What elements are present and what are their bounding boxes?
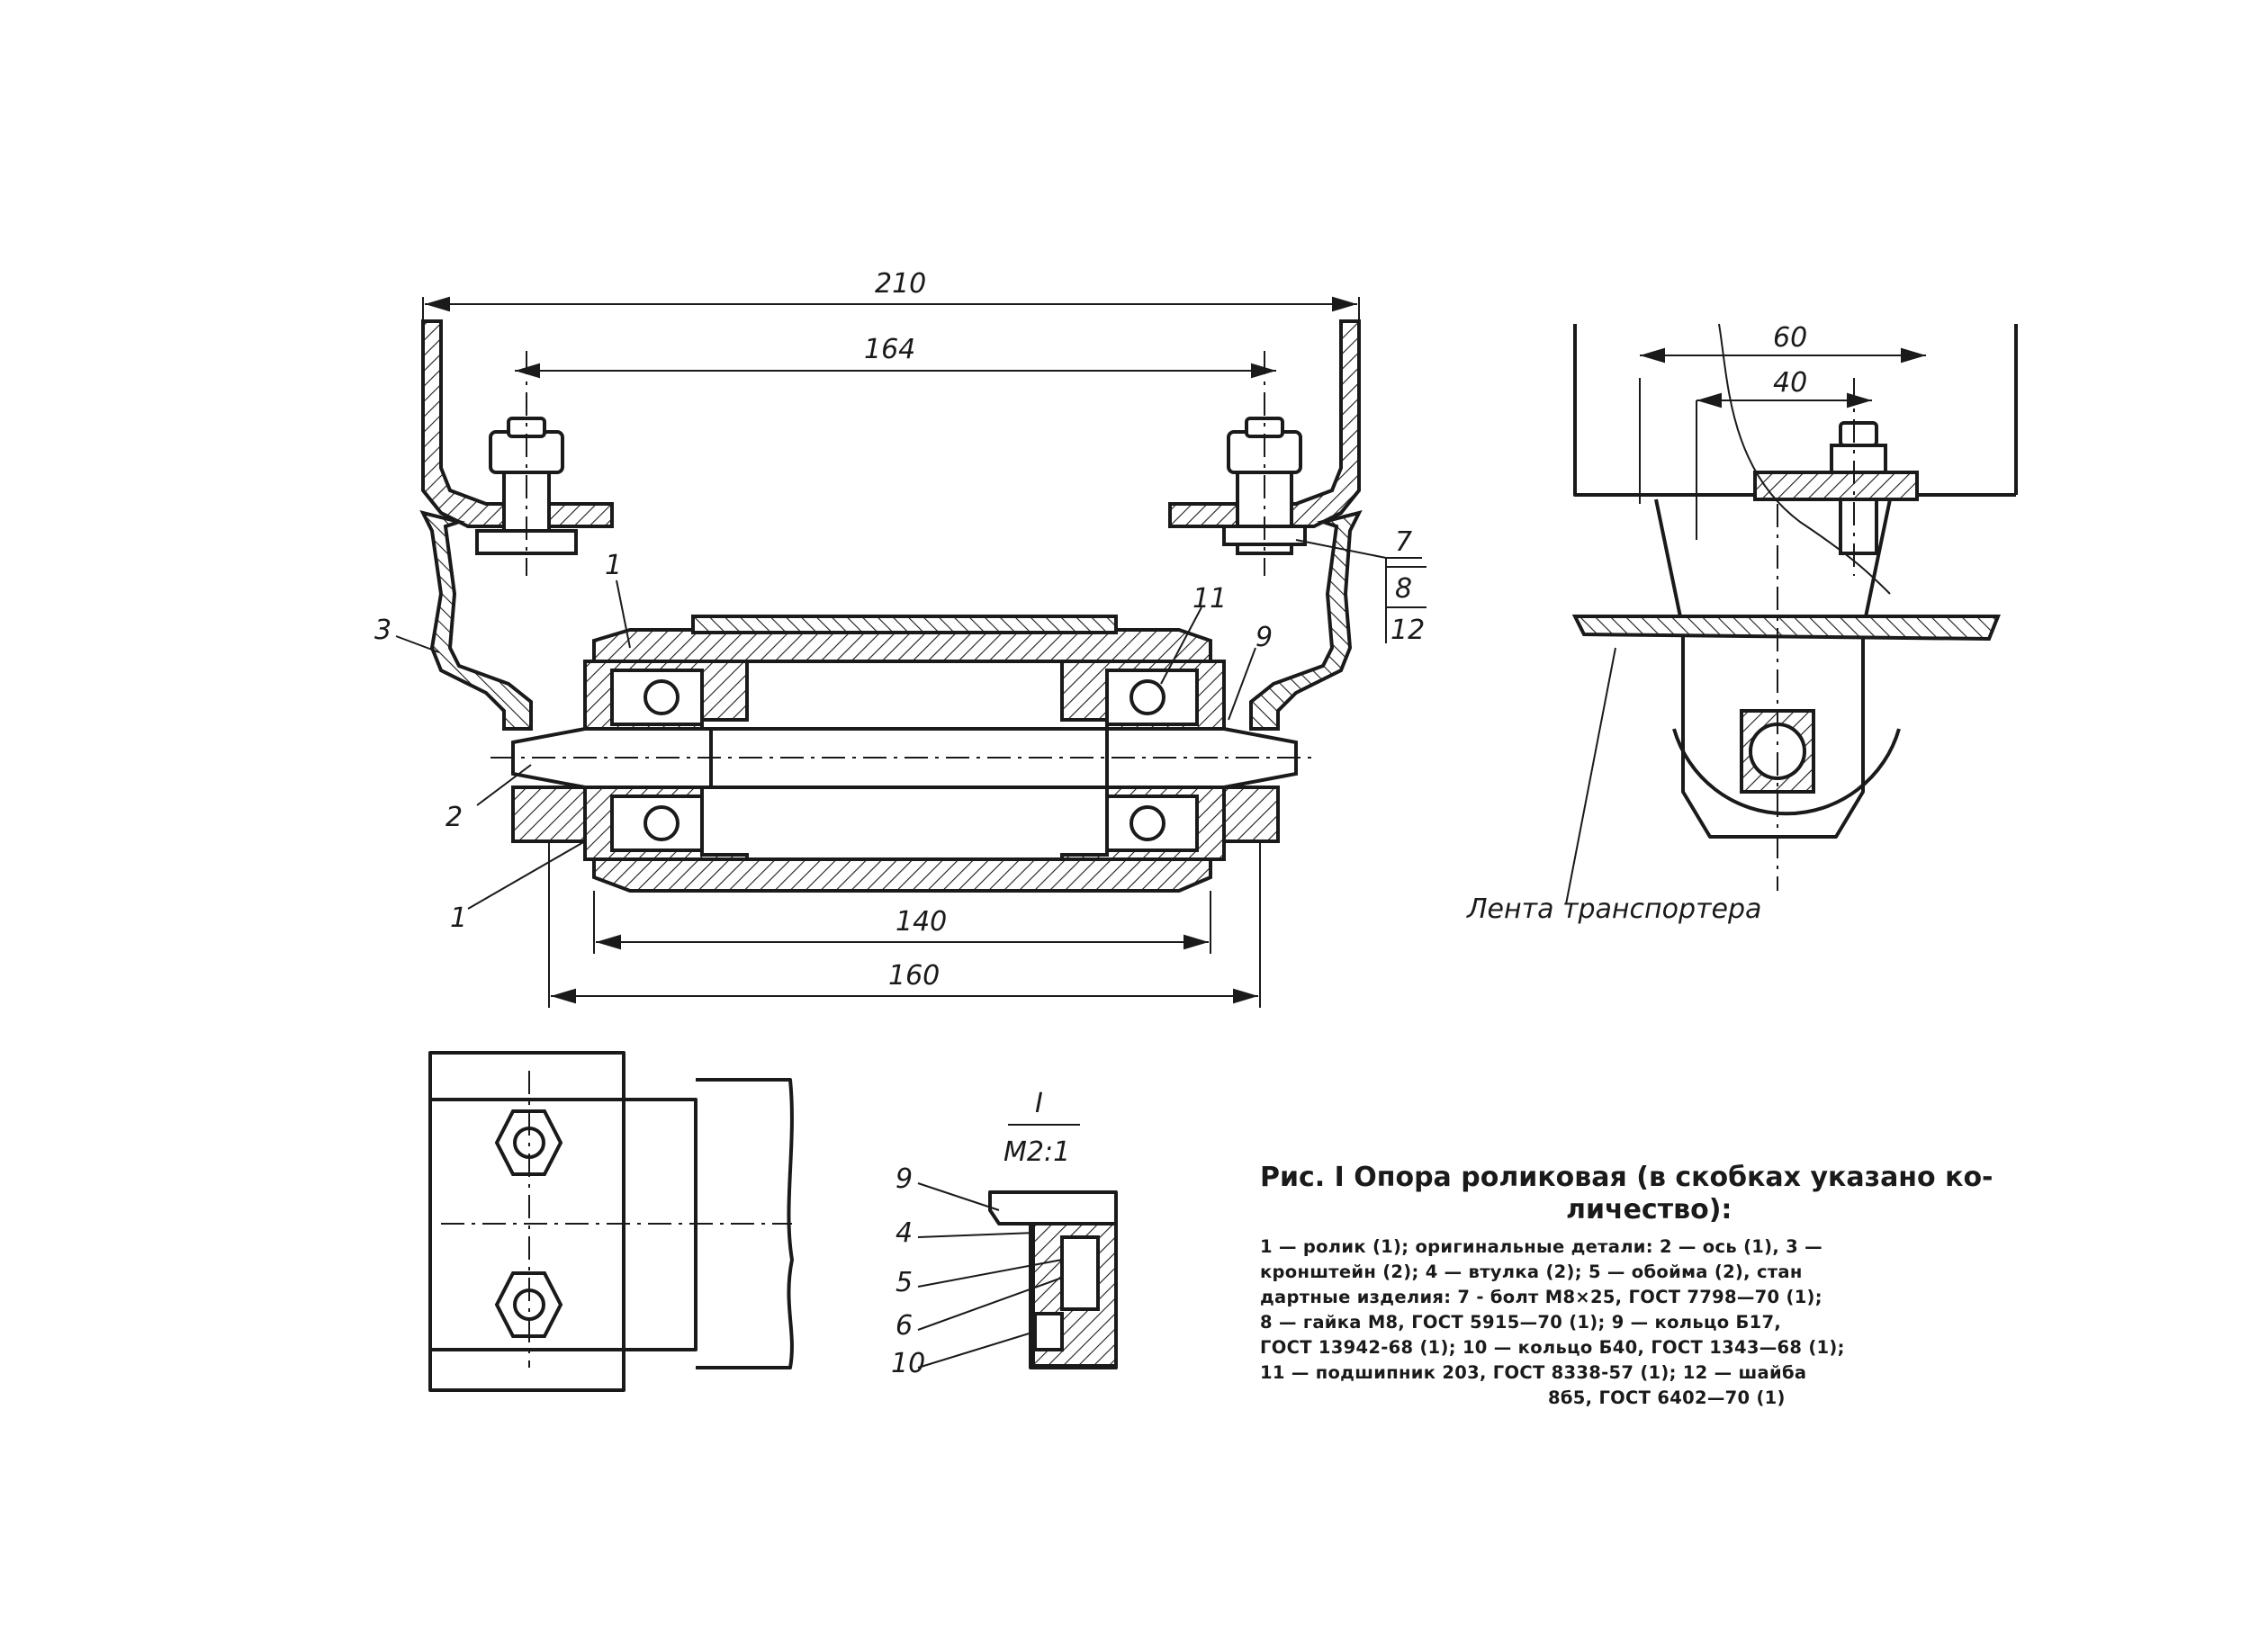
figure-caption: Рис. I Опора роликовая (в скобках указан…	[1260, 1162, 1994, 1408]
callout-1-top: 1	[605, 550, 622, 581]
caption-line-4: 8 — гайка М8, ГОСТ 5915—70 (1); 9 — коль…	[1260, 1312, 1781, 1333]
caption-line-2: кронштейн (2); 4 — втулка (2); 5 — обойм…	[1260, 1261, 1803, 1282]
detail-callout-6: 6	[896, 1310, 913, 1342]
main-section-view	[419, 319, 1363, 893]
detail-callout-4: 4	[896, 1217, 913, 1249]
callout-7: 7	[1395, 526, 1412, 558]
plan-view	[428, 1051, 794, 1392]
right-bearing	[1105, 669, 1199, 852]
plan-frame	[428, 1051, 626, 1392]
detail-callout-10: 10	[891, 1348, 925, 1379]
right-lower-block	[1222, 786, 1280, 843]
caption-title-2: личество):	[1566, 1194, 1732, 1226]
side-bracket-outline	[1654, 498, 1892, 839]
dimensions-main: 210 164 140 160	[422, 268, 1360, 1008]
left-bearing	[610, 669, 704, 852]
left-frame-angle	[421, 319, 614, 528]
caption-line-5: ГОСТ 13942-68 (1); 10 — кольцо Б40, ГОСТ…	[1260, 1337, 1845, 1358]
dim-140: 140	[896, 906, 947, 938]
belt-strip	[691, 615, 1118, 634]
detail-title: I	[1035, 1088, 1043, 1119]
side-cut-curve	[1718, 323, 1891, 595]
detail-scale: M2:1	[1004, 1136, 1070, 1168]
dim-60: 60	[1773, 322, 1807, 354]
caption-line-3: дартные изделия: 7 - болт М8×25, ГОСТ 77…	[1260, 1287, 1822, 1307]
detail-view: I M2:1 9 4 5 6 10	[891, 1088, 1118, 1379]
side-bolt	[1830, 421, 1887, 555]
dim-40: 40	[1773, 367, 1807, 399]
plan-nut-2	[494, 1271, 563, 1338]
caption-title-1: Рис. I Опора роликовая (в скобках указан…	[1260, 1162, 1994, 1193]
right-bracket	[1249, 510, 1363, 731]
roller-shell	[592, 628, 1212, 663]
callout-8: 8	[1395, 573, 1412, 605]
caption-line-1: 1 — ролик (1); оригинальные детали: 2 — …	[1260, 1236, 1822, 1257]
roller-circle	[1672, 728, 1901, 816]
callout-12: 12	[1390, 615, 1425, 646]
left-bracket	[419, 510, 533, 731]
callout-9: 9	[1256, 622, 1273, 653]
left-lower-block	[511, 786, 587, 843]
detail-callout-9: 9	[896, 1163, 913, 1195]
caption-line-6: 11 — подшипник 203, ГОСТ 8338-57 (1); 12…	[1260, 1362, 1806, 1383]
dim-210: 210	[875, 268, 926, 300]
callout-2: 2	[446, 802, 463, 833]
belt-side	[1571, 615, 2001, 642]
caption-line-7: 8б5, ГОСТ 6402—70 (1)	[1548, 1387, 1786, 1408]
right-frame-angle	[1168, 319, 1361, 528]
detail-callout-5: 5	[896, 1267, 913, 1298]
roller-shell-bottom	[592, 857, 1212, 893]
dim-164: 164	[864, 334, 915, 365]
callout-3: 3	[374, 615, 392, 646]
belt-label: Лента транспортера	[1466, 893, 1761, 925]
callout-11: 11	[1192, 583, 1227, 615]
callouts-main: 1 3 2 1 11 9 7 8 12	[374, 526, 1426, 934]
dim-160: 160	[888, 960, 940, 992]
callout-1-bottom: 1	[450, 902, 467, 934]
side-view: 60 40 Лента транспортера	[1466, 322, 2018, 925]
side-plate	[1753, 471, 1919, 501]
